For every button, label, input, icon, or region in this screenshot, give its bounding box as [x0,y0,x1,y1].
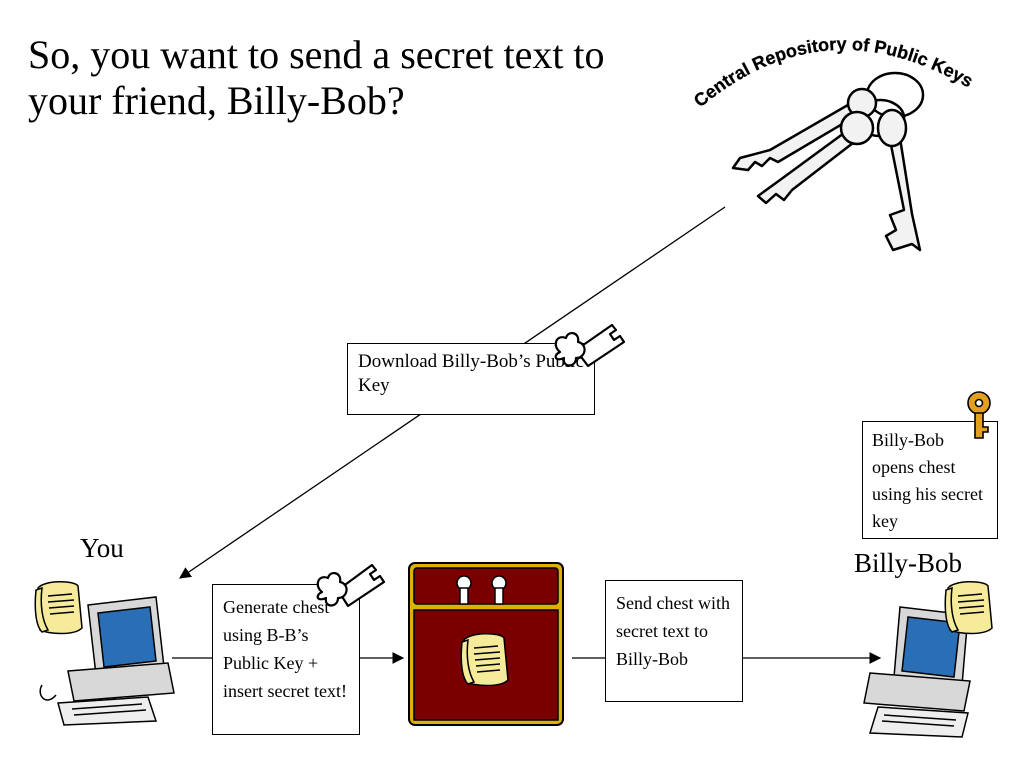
scroll-icon [34,581,83,635]
billy-bob-label: Billy-Bob [854,548,963,578]
scroll-icon [460,633,509,687]
send-step-box: Send chest with secret text to Billy-Bob [605,580,743,702]
computer-icon [863,606,971,738]
send-step-text: Send chest with secret text to Billy-Bob [616,593,730,669]
opens-step-text: Billy-Bob opens chest using his secret k… [872,430,983,531]
download-step-text: Download Billy-Bob’s Public Key [358,351,584,396]
generate-step-text: Generate chest using B-B’s Public Key + … [223,597,347,701]
generate-step-box: Generate chest using B-B’s Public Key + … [212,584,360,735]
opens-step-box: Billy-Bob opens chest using his secret k… [862,421,998,539]
key-ring-icon [731,71,925,252]
you-label: You [80,533,124,563]
slide-title: So, you want to send a secret text to yo… [28,32,605,123]
download-step-box: Download Billy-Bob’s Public Key [347,343,595,415]
scroll-icon [944,581,993,635]
computer-icon [39,596,175,726]
